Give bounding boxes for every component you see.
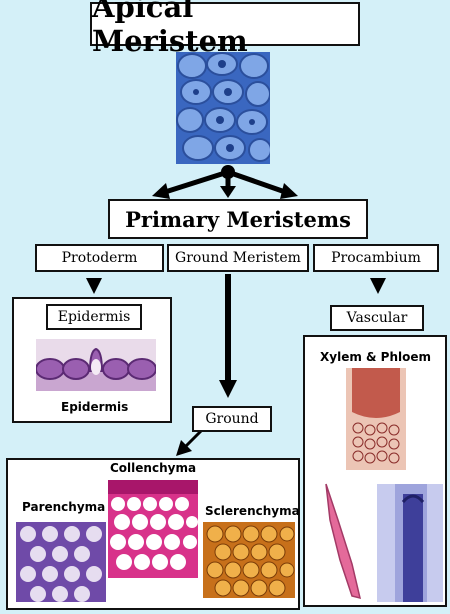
- vascular-box: Vascular: [330, 305, 424, 331]
- vascular-label: Vascular: [346, 310, 408, 326]
- arrowhead-apical-left: [152, 183, 170, 199]
- xylem-phloem-label: Xylem & Phloem: [320, 350, 431, 364]
- epidermis-micrograph: [36, 339, 156, 391]
- primary-meristems-label: Primary Meristems: [125, 206, 351, 232]
- xylem-vessel-micrograph: [377, 484, 443, 602]
- primary-meristems-box: Primary Meristems: [108, 199, 368, 239]
- parenchyma-micrograph: [16, 522, 106, 602]
- arrowhead-procambium: [370, 278, 386, 294]
- arrowhead-apical-right: [280, 183, 298, 199]
- parenchyma-label: Parenchyma: [22, 500, 106, 514]
- protoderm-box: Protoderm: [35, 244, 164, 272]
- arrow-apical-left: [161, 169, 229, 196]
- apical-meristem-box: Apical Meristem: [90, 0, 360, 58]
- apical-meristem-micrograph: [176, 52, 270, 164]
- collenchyma-micrograph: [108, 480, 198, 578]
- collenchyma-label: Collenchyma: [110, 461, 197, 475]
- ground-meristem-box: Ground Meristem: [167, 244, 309, 272]
- xylem-phloem-micrograph: [346, 368, 406, 470]
- protoderm-label: Protoderm: [61, 250, 138, 266]
- apical-meristem-label: Apical Meristem: [92, 0, 248, 58]
- phloem-fiber-micrograph: [312, 480, 372, 602]
- ground-box: Ground: [192, 406, 272, 432]
- arrowhead-apical-center: [220, 186, 236, 198]
- arrow-apical-right: [227, 169, 289, 196]
- arrowhead-ground: [176, 440, 192, 456]
- arrowhead-protoderm: [86, 278, 102, 294]
- arrowhead-ground-meristem: [219, 380, 237, 398]
- procambium-label: Procambium: [331, 250, 421, 266]
- epidermis-box: Epidermis: [46, 304, 142, 330]
- sclerenchyma-label: Sclerenchyma: [205, 504, 300, 518]
- ground-label: Ground: [205, 411, 259, 427]
- epidermis-caption: Epidermis: [61, 400, 129, 414]
- ground-meristem-label: Ground Meristem: [175, 250, 301, 266]
- sclerenchyma-micrograph: [203, 522, 295, 598]
- procambium-box: Procambium: [313, 244, 439, 272]
- epidermis-label: Epidermis: [57, 309, 131, 325]
